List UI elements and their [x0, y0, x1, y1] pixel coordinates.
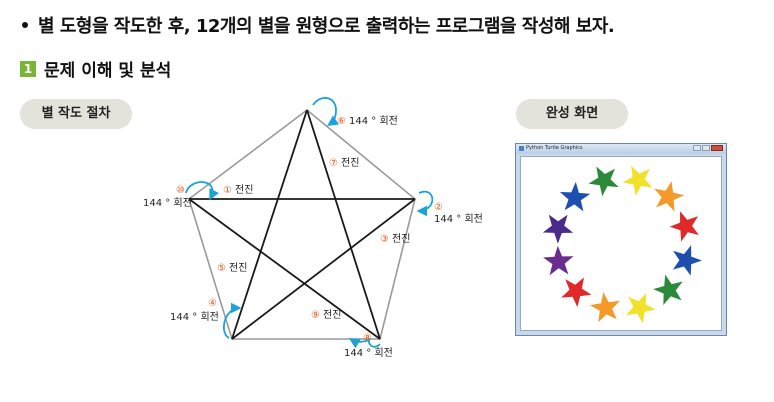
star-8 — [561, 277, 592, 308]
step-7-text: 전진 — [341, 157, 359, 169]
step-9-text: 전진 — [323, 309, 341, 321]
section-title: 문제 이해 및 분석 — [44, 61, 172, 81]
turn-arrow-left-icon — [185, 181, 220, 201]
star-9 — [543, 245, 574, 276]
step-10-text: 144 ° 회전 — [143, 197, 192, 209]
step-1-number: ① — [223, 185, 232, 196]
step-10-number: ⑩ — [176, 185, 185, 196]
python-app-icon — [519, 146, 524, 151]
window-titlebar[interactable]: Python Turtle Graphics — [516, 144, 726, 154]
turtle-canvas — [520, 156, 722, 331]
intro-text: 별 도형을 작도한 후, 12개의 별을 원형으로 출력하는 프로그램을 작성해… — [38, 16, 615, 37]
star-line-7 — [306, 109, 381, 340]
star-3 — [669, 211, 699, 242]
step-9-number: ⑨ — [311, 310, 320, 321]
turn-arrow-bottom-right-icon — [348, 338, 381, 349]
star-procedure-label: 별 작도 절차 — [20, 99, 132, 129]
section-number-badge: 1 — [20, 61, 36, 77]
star-line-5 — [231, 109, 308, 340]
step-3-number: ③ — [380, 234, 389, 245]
step-3-text: 전진 — [392, 233, 410, 245]
turn-arrow-bottom-left-icon — [222, 302, 242, 339]
step-1-text: 전진 — [235, 184, 253, 196]
minimize-button[interactable] — [693, 145, 701, 151]
step-5-number: ⑤ — [217, 263, 226, 274]
maximize-button[interactable] — [702, 145, 710, 151]
step-2-number: ② — [434, 202, 443, 213]
section-heading: 1 문제 이해 및 분석 — [20, 56, 171, 81]
turn-arrows — [185, 97, 434, 349]
step-2-text: 144 ° 회전 — [434, 213, 483, 225]
turn-arrow-right-icon — [416, 190, 434, 217]
star-line-3 — [231, 198, 416, 340]
window-controls — [693, 145, 723, 152]
close-button[interactable] — [711, 145, 723, 151]
window-title: Python Turtle Graphics — [526, 145, 583, 151]
intro-sentence: 별 도형을 작도한 후, 12개의 별을 원형으로 출력하는 프로그램을 작성해… — [22, 12, 615, 38]
bullet-dot — [22, 22, 28, 28]
turtle-graphics-window: Python Turtle Graphics — [515, 143, 727, 336]
star-lines — [188, 109, 416, 340]
star-2 — [654, 181, 684, 212]
star-5 — [653, 274, 683, 305]
turn-arrow-top-icon — [312, 97, 339, 126]
step-8-number: ⑧ — [363, 333, 372, 344]
step-7-number: ⑦ — [329, 158, 338, 169]
step-6-number: ⑥ — [337, 116, 346, 127]
star-11 — [559, 181, 591, 212]
step-6-text: 144 ° 회전 — [349, 115, 398, 127]
star-1 — [622, 165, 653, 196]
star-10 — [542, 214, 574, 244]
star-7 — [589, 292, 620, 323]
step-8-text: 144 ° 회전 — [344, 347, 393, 359]
step-labels: ⑥ 144 ° 회전 ⑦ 전진 ① 전진 ⑩ 144 ° 회전 ② 144 ° … — [143, 115, 483, 359]
step-5-text: 전진 — [229, 262, 247, 274]
star-ring — [542, 165, 702, 324]
star-6 — [625, 293, 656, 324]
step-4-text: 144 ° 회전 — [170, 311, 219, 323]
star-12 — [588, 166, 619, 197]
star-line-9 — [188, 198, 381, 340]
star-4 — [672, 245, 702, 276]
step-4-number: ④ — [208, 298, 217, 309]
result-screen-label: 완성 화면 — [516, 99, 628, 129]
